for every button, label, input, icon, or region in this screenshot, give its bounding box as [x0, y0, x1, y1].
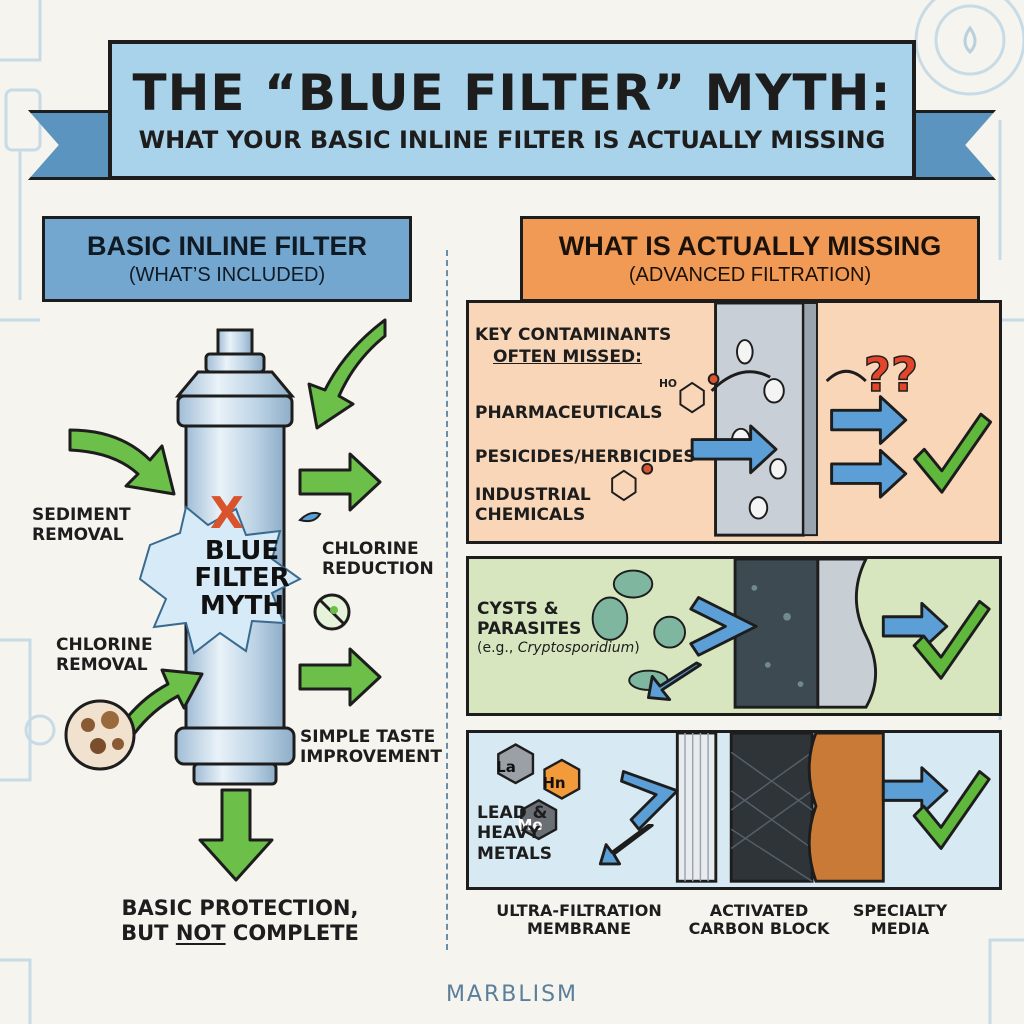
myth-x-mark: X — [210, 488, 244, 539]
heavy-metals-label: LEAD & HEAVY METALS — [477, 803, 553, 864]
myth-burst — [138, 505, 302, 655]
check-icon — [913, 412, 993, 494]
right-header: WHAT IS ACTUALLY MISSING (ADVANCED FILTR… — [520, 216, 980, 302]
label-sediment-removal: SEDIMENT REMOVAL — [32, 505, 131, 545]
myth-line-1: BLUE — [204, 536, 280, 566]
brand-footer: MARBLISM — [445, 982, 579, 1007]
label-carbon-block: ACTIVATED CARBON BLOCK — [688, 901, 830, 939]
right-header-title: WHAT IS ACTUALLY MISSING — [558, 231, 942, 261]
panel-heavy-metals: La Hn Me LEAD & HEAVY METALS — [466, 730, 1002, 890]
panel-cysts-parasites: CYSTS & PARASITES (e.g., Cryptosporidium… — [466, 556, 1002, 716]
molecule-label: HO — [659, 377, 677, 390]
myth-line-2: FILTER — [194, 563, 290, 594]
chlorine-icon — [313, 593, 351, 631]
cysts-example: (e.g., Cryptosporidium) — [477, 639, 640, 656]
page-subtitle: WHAT YOUR BASIC INLINE FILTER IS ACTUALL… — [138, 125, 886, 154]
panel1-heading-1: KEY CONTAMINANTS — [475, 325, 672, 345]
check-icon — [912, 599, 991, 680]
check-icon — [912, 770, 991, 850]
sediment-circle-icon — [64, 699, 136, 771]
myth-line-3: MYTH — [199, 590, 285, 621]
metal-hexagons — [497, 743, 581, 841]
item-pesticides: PESICIDES/HERBICIDES — [475, 447, 696, 467]
label-specialty-media: SPECIALTY MEDIA — [852, 901, 948, 939]
left-header-subtitle: (WHAT’S INCLUDED) — [128, 264, 326, 286]
center-divider — [446, 250, 448, 950]
label-chlorine-removal: CHLORINE REMOVAL — [56, 635, 153, 675]
title-box: THE “BLUE FILTER” MYTH: WHAT YOUR BASIC … — [108, 40, 916, 180]
label-taste-improvement: SIMPLE TASTE IMPROVEMENT — [300, 727, 442, 767]
left-header: BASIC INLINE FILTER (WHAT’S INCLUDED) — [42, 216, 412, 302]
panel-chemical-contaminants: HO ?? KEY CONTAMINANTS OFTEN MISSED: PHA… — [466, 300, 1002, 544]
question-marks: ?? — [864, 349, 918, 403]
parasite-icons — [591, 569, 686, 691]
panel1-illustration: HO ?? — [611, 303, 993, 537]
basic-protection-note: BASIC PROTECTION, BUT NOT COMPLETE — [121, 896, 359, 946]
item-industrial-chemicals: INDUSTRIAL CHEMICALS — [475, 485, 591, 526]
basic-filter-illustration — [64, 318, 387, 882]
label-chlorine-reduction: CHLORINE REDUCTION — [322, 539, 434, 579]
cysts-label: CYSTS & PARASITES (e.g., Cryptosporidium… — [477, 599, 640, 656]
metal-hn: Hn — [542, 774, 566, 792]
metal-la: La — [496, 758, 516, 776]
page-title: THE “BLUE FILTER” MYTH: — [132, 64, 892, 123]
label-ultrafiltration: ULTRA-FILTRATION MEMBRANE — [496, 901, 662, 939]
panel3-illustration — [497, 733, 991, 883]
myth-label: BLUE FILTER MYTH — [174, 536, 310, 621]
molecule-icons — [611, 373, 720, 502]
right-header-subtitle: (ADVANCED FILTRATION) — [628, 264, 872, 286]
panel1-heading-2: OFTEN MISSED: — [493, 347, 642, 367]
item-pharmaceuticals: PHARMACEUTICALS — [475, 403, 663, 423]
not-emphasis: NOT — [175, 921, 226, 946]
left-header-title: BASIC INLINE FILTER — [87, 231, 367, 261]
panel2-illustration — [591, 559, 991, 709]
green-arrows — [68, 318, 387, 882]
title-banner: THE “BLUE FILTER” MYTH: WHAT YOUR BASIC … — [28, 40, 996, 190]
metal-me: Me — [517, 816, 543, 834]
